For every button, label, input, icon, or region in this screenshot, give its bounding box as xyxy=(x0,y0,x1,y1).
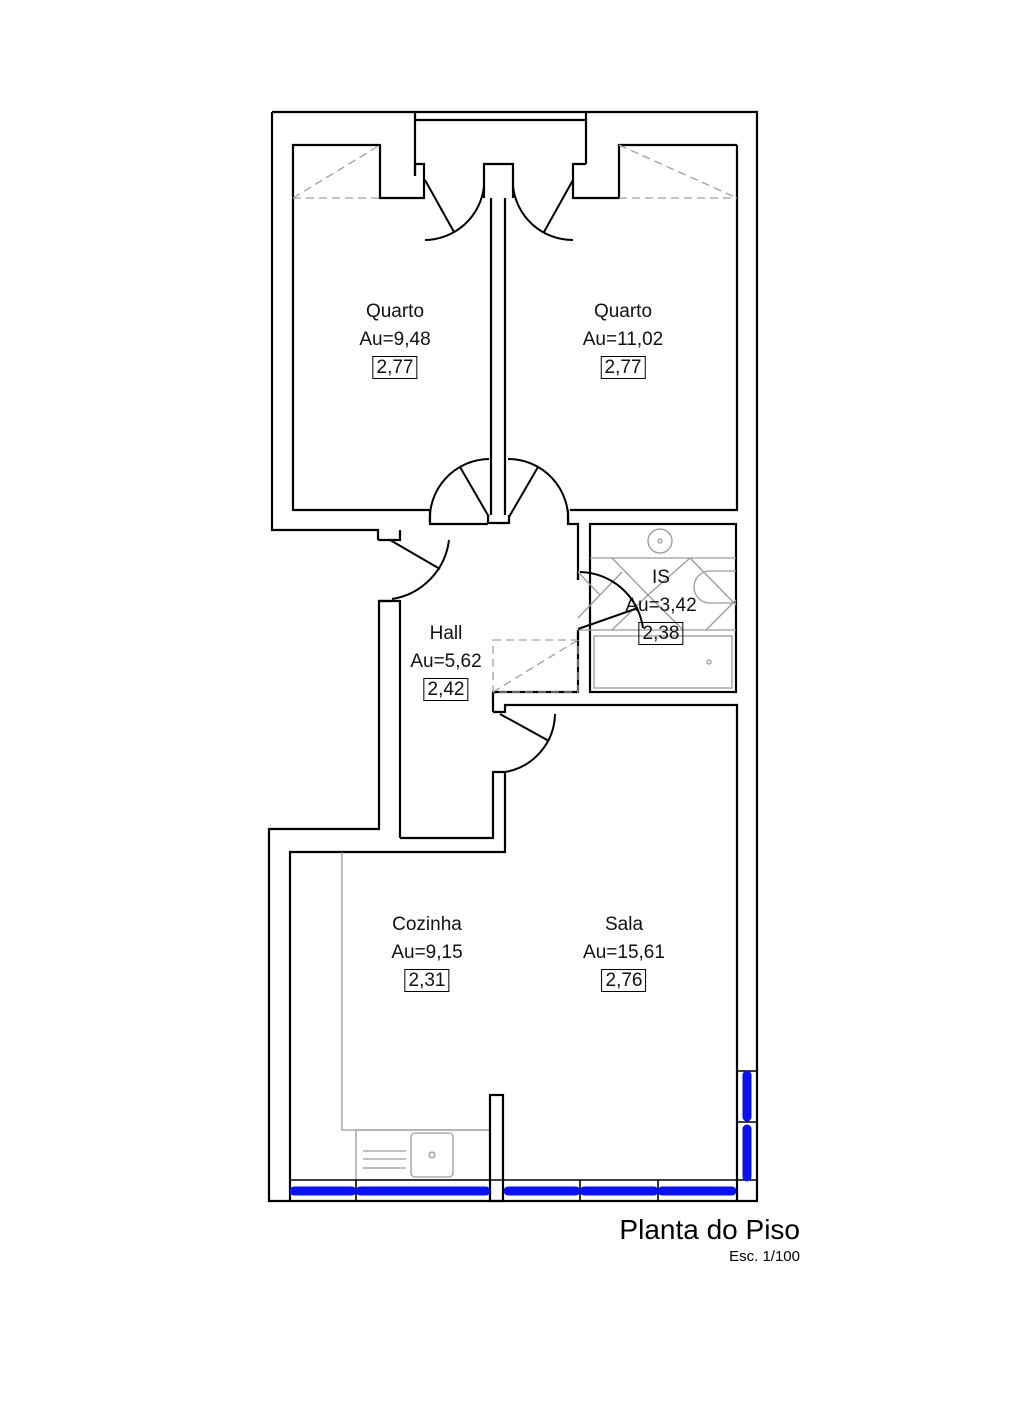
washbasin-icon xyxy=(647,528,673,554)
room-name: Cozinha xyxy=(392,914,462,935)
room-name: Quarto xyxy=(365,301,425,322)
hall-walls xyxy=(288,630,739,1201)
room-name: IS xyxy=(652,567,670,588)
room-sala: Sala Au=15,61 2,76 xyxy=(583,911,665,995)
drawing-scale: Esc. 1/100 xyxy=(729,1248,800,1265)
room-area: Au=11,02 xyxy=(582,329,664,350)
room-area: Au=3,42 xyxy=(625,595,697,616)
room-quarto-2: Quarto Au=11,02 2,77 xyxy=(583,298,663,382)
room-height-badge: 2,31 xyxy=(404,969,450,992)
room-area: Au=9,48 xyxy=(359,329,431,350)
quarto-1-walls xyxy=(291,143,430,512)
sink-icon xyxy=(410,1132,454,1178)
door-swing-icon xyxy=(507,457,570,525)
room-is: IS Au=3,42 2,38 xyxy=(625,564,697,648)
room-name: Hall xyxy=(429,623,463,644)
kitchen-fixtures xyxy=(341,852,505,1203)
door-swing-icon xyxy=(512,179,574,242)
door-swing-icon xyxy=(424,179,485,241)
room-cozinha: Cozinha Au=9,15 2,31 xyxy=(391,911,463,995)
bedroom-partition xyxy=(482,162,515,525)
room-height-badge: 2,38 xyxy=(638,622,684,645)
toilet-icon xyxy=(693,570,736,604)
room-height-badge: 2,42 xyxy=(423,678,469,701)
room-name: Sala xyxy=(604,914,644,935)
door-swing-icon xyxy=(428,458,490,525)
room-area: Au=5,62 xyxy=(410,651,482,672)
south-wall-windows xyxy=(289,1070,757,1201)
room-name: Quarto xyxy=(593,301,653,322)
room-area: Au=9,15 xyxy=(391,942,463,963)
room-quarto-1: Quarto Au=9,48 2,77 xyxy=(359,298,431,382)
room-height-badge: 2,77 xyxy=(372,356,418,379)
bathtub-icon xyxy=(593,635,733,689)
bathroom-walls xyxy=(576,522,738,694)
room-area: Au=15,61 xyxy=(583,942,665,963)
drawing-title: Planta do Piso xyxy=(619,1214,800,1245)
quarto-2-walls xyxy=(570,143,739,512)
entrance-door xyxy=(378,530,450,838)
room-hall: Hall Au=5,62 2,42 xyxy=(410,620,482,704)
exterior-walls xyxy=(267,110,759,1203)
room-height-badge: 2,77 xyxy=(600,356,646,379)
room-height-badge: 2,76 xyxy=(601,969,647,992)
